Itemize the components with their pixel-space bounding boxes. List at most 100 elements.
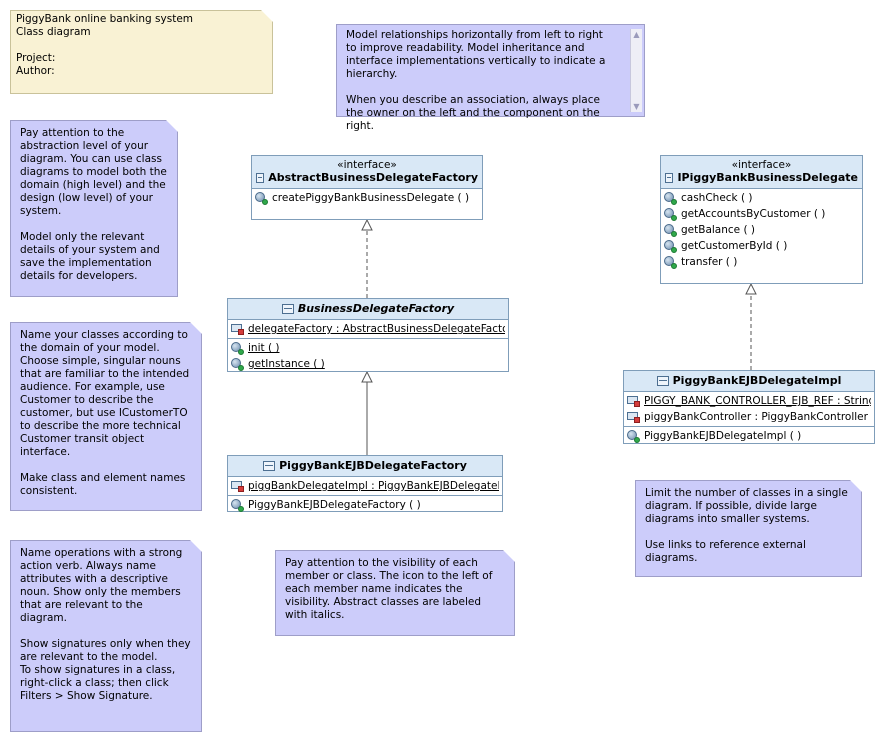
note-text: When you describe an association, always… — [346, 94, 600, 132]
operation[interactable]: init ( ) — [231, 340, 505, 356]
operation[interactable]: PiggyBankEJBDelegateImpl ( ) — [627, 428, 871, 444]
operation-label: getAccountsByCustomer ( ) — [681, 208, 826, 220]
class-ipiggybank-business-delegate[interactable]: «interface» IPiggyBankBusinessDelegate c… — [660, 155, 863, 284]
note-visibility[interactable]: Pay attention to the visibility of each … — [275, 550, 515, 636]
class-name: AbstractBusinessDelegateFactory — [256, 171, 478, 185]
attribute[interactable]: piggBankDelegateImpl : PiggyBankEJBDeleg… — [231, 478, 499, 494]
operation[interactable]: transfer ( ) — [664, 254, 859, 270]
operations-compartment: createPiggyBankBusinessDelegate ( ) — [252, 189, 482, 207]
interface-icon — [665, 173, 674, 183]
attribute-label: piggBankDelegateImpl : PiggyBankEJBDeleg… — [248, 480, 499, 492]
class-icon — [281, 304, 294, 314]
class-header: PiggyBankEJBDelegateFactory — [228, 456, 502, 477]
class-name-label: PiggyBankEJBDelegateImpl — [672, 374, 842, 387]
note-text: Pay attention to the abstraction level o… — [20, 127, 167, 217]
operations-compartment: cashCheck ( ) getAccountsByCustomer ( ) … — [661, 189, 862, 271]
public-operation-icon — [231, 357, 244, 371]
public-operation-icon — [664, 239, 677, 253]
note-text: Make class and element names consistent. — [20, 472, 186, 497]
class-header: «interface» AbstractBusinessDelegateFact… — [252, 156, 482, 189]
note-fold-corner — [850, 480, 862, 492]
scroll-down-icon[interactable]: ▼ — [633, 102, 640, 111]
class-name: PiggyBankEJBDelegateFactory — [232, 459, 498, 473]
note-text: Name operations with a strong action ver… — [20, 547, 183, 624]
class-name: BusinessDelegateFactory — [232, 302, 504, 316]
class-name-label: BusinessDelegateFactory — [297, 302, 455, 315]
operation[interactable]: getAccountsByCustomer ( ) — [664, 206, 859, 222]
operation-label: getBalance ( ) — [681, 224, 755, 236]
note-fold-corner — [503, 550, 515, 562]
interface-icon — [256, 173, 265, 183]
public-operation-icon — [664, 223, 677, 237]
note-text: Name your classes according to the domai… — [20, 329, 190, 458]
operation[interactable]: cashCheck ( ) — [664, 190, 859, 206]
operations-compartment: init ( ) getInstance ( ) — [228, 339, 508, 373]
note-text: Show signatures only when they are relev… — [20, 638, 191, 702]
operations-compartment: PiggyBankEJBDelegateFactory ( ) — [228, 496, 502, 514]
operation[interactable]: getInstance ( ) — [231, 356, 505, 372]
class-name: IPiggyBankBusinessDelegate — [665, 171, 858, 185]
header-note-text: PiggyBank online banking system Class di… — [16, 13, 194, 77]
class-piggybank-ejb-delegate-impl[interactable]: PiggyBankEJBDelegateImpl PIGGY_BANK_CONT… — [623, 370, 875, 444]
attribute[interactable]: piggyBankController : PiggyBankControlle… — [627, 409, 871, 425]
operation-label: init ( ) — [248, 342, 280, 354]
operation-label: cashCheck ( ) — [681, 192, 753, 204]
private-attribute-icon — [627, 411, 640, 423]
class-piggybank-ejb-delegate-factory[interactable]: PiggyBankEJBDelegateFactory piggBankDele… — [227, 455, 503, 512]
note-fold-corner — [190, 322, 202, 334]
class-name-label: IPiggyBankBusinessDelegate — [677, 171, 858, 184]
private-attribute-icon — [231, 480, 244, 492]
note-fold-corner — [261, 10, 273, 22]
note-text: Limit the number of classes in a single … — [645, 487, 848, 525]
operation[interactable]: getBalance ( ) — [664, 222, 859, 238]
class-business-delegate-factory[interactable]: BusinessDelegateFactory delegateFactory … — [227, 298, 509, 372]
generalization-arrowhead — [361, 370, 373, 383]
note-operations[interactable]: Name operations with a strong action ver… — [10, 540, 202, 732]
operation[interactable]: getCustomerById ( ) — [664, 238, 859, 254]
note-text: Pay attention to the visibility of each … — [285, 557, 493, 621]
operation[interactable]: PiggyBankEJBDelegateFactory ( ) — [231, 497, 499, 513]
class-name: PiggyBankEJBDelegateImpl — [628, 374, 870, 388]
attribute[interactable]: PIGGY_BANK_CONTROLLER_EJB_REF : String — [627, 393, 871, 409]
attributes-compartment: delegateFactory : AbstractBusinessDelega… — [228, 320, 508, 339]
operation-label: getInstance ( ) — [248, 358, 325, 370]
class-header: PiggyBankEJBDelegateImpl — [624, 371, 874, 392]
class-abstract-business-delegate-factory[interactable]: «interface» AbstractBusinessDelegateFact… — [251, 155, 483, 220]
public-operation-icon — [231, 498, 244, 512]
class-header: «interface» IPiggyBankBusinessDelegate — [661, 156, 862, 189]
operation-label: transfer ( ) — [681, 256, 738, 268]
note-scrollbar[interactable]: ▲ ▼ — [630, 29, 642, 112]
scroll-up-icon[interactable]: ▲ — [633, 30, 640, 39]
realization-arrowhead — [361, 218, 373, 231]
operation-label: createPiggyBankBusinessDelegate ( ) — [272, 192, 470, 204]
public-operation-icon — [664, 191, 677, 205]
note-fold-corner — [166, 120, 178, 132]
stereotype-label: «interface» — [337, 159, 397, 171]
note-abstraction[interactable]: Pay attention to the abstraction level o… — [10, 120, 178, 297]
operation-label: PiggyBankEJBDelegateImpl ( ) — [644, 430, 802, 442]
operations-compartment: PiggyBankEJBDelegateImpl ( ) — [624, 427, 874, 445]
stereotype-label: «interface» — [731, 159, 792, 171]
operation-label: PiggyBankEJBDelegateFactory ( ) — [248, 499, 421, 511]
note-limit-classes[interactable]: Limit the number of classes in a single … — [635, 480, 862, 577]
public-operation-icon — [255, 191, 268, 205]
attribute-label: delegateFactory : AbstractBusinessDelega… — [248, 323, 505, 335]
class-icon — [263, 461, 276, 471]
note-relationships[interactable]: Model relationships horizontally from le… — [336, 24, 645, 132]
attributes-compartment: piggBankDelegateImpl : PiggyBankEJBDeleg… — [228, 477, 502, 496]
class-name-label: AbstractBusinessDelegateFactory — [268, 171, 478, 184]
public-operation-icon — [664, 207, 677, 221]
attributes-compartment: PIGGY_BANK_CONTROLLER_EJB_REF : String p… — [624, 392, 874, 427]
attribute-label: piggyBankController : PiggyBankControlle… — [644, 411, 868, 423]
class-name-label: PiggyBankEJBDelegateFactory — [279, 459, 467, 472]
note-text: Model only the relevant details of your … — [20, 231, 160, 282]
note-fold-corner — [190, 540, 202, 552]
operation-label: getCustomerById ( ) — [681, 240, 788, 252]
operation[interactable]: createPiggyBankBusinessDelegate ( ) — [255, 190, 479, 206]
note-text: Model relationships horizontally from le… — [346, 29, 606, 80]
diagram-header-note[interactable]: PiggyBank online banking system Class di… — [10, 10, 273, 94]
class-icon — [656, 376, 669, 386]
attribute[interactable]: delegateFactory : AbstractBusinessDelega… — [231, 321, 505, 337]
note-naming[interactable]: Name your classes according to the domai… — [10, 322, 202, 511]
